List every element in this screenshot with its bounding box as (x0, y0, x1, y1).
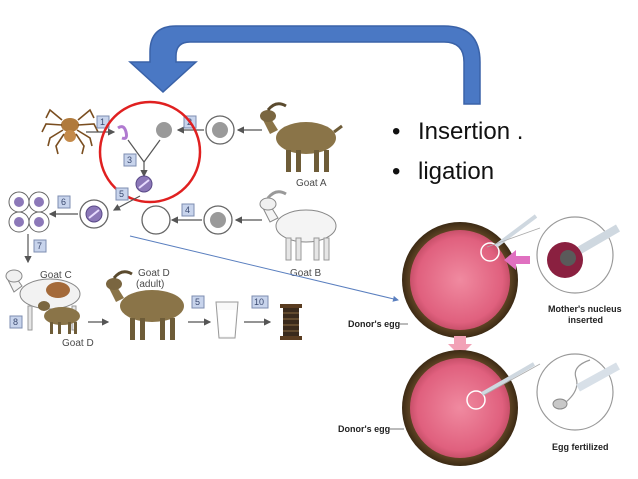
goat-a-icon (260, 102, 343, 172)
pink-arrow (504, 250, 530, 270)
bullet-list: • Insertion . • ligation (392, 112, 523, 192)
silk-spool-icon (280, 304, 302, 340)
step-label: 5 (119, 189, 124, 199)
step-5-fusion: 5 (112, 187, 141, 211)
goat-b-cells: 4 (170, 203, 262, 235)
fused-cell-icon (79, 199, 109, 229)
step-label: 7 (37, 241, 42, 251)
zoom-line (486, 227, 541, 248)
step-8-box (9, 315, 23, 329)
embryo-cluster-icon (8, 191, 50, 233)
goat-b-label: Goat B (290, 268, 321, 279)
step-label: 10 (254, 297, 264, 307)
connector-arrow (129, 235, 399, 302)
goat-c-label: Goat C (40, 270, 72, 281)
bullet-item: • ligation (392, 152, 523, 192)
step-7: 7 (24, 234, 47, 264)
step-label: 5 (195, 297, 200, 307)
nucleus-icon (156, 122, 172, 138)
goat-d-adult-sublabel: (adult) (136, 279, 164, 290)
donors-egg-bottom-label: Donor's egg (338, 424, 390, 434)
goat-d-label: Goat D (62, 338, 94, 349)
step-label: 8 (13, 317, 18, 327)
step-6: 6 (48, 195, 78, 218)
step-1: 1 (86, 115, 116, 136)
goat-a-label: Goat A (296, 178, 327, 189)
bullet-marker: • (392, 158, 401, 185)
goat-d-adult-label: Goat D (138, 268, 170, 279)
dna-fragment-icon (117, 125, 128, 140)
goat-a-cells: 2 (176, 115, 262, 145)
mothers-nucleus-label: Mother's nucleus (548, 304, 622, 314)
bullet-item: • Insertion . (392, 112, 523, 152)
step-label: 4 (185, 205, 190, 215)
bullet-text: ligation (418, 158, 495, 185)
feedback-arrow (128, 25, 481, 105)
merge-lines: 3 (123, 139, 161, 178)
milk-glass-icon (215, 301, 239, 339)
bullet-marker: • (392, 118, 401, 145)
egg-fertilized-label: Egg fertilized (552, 442, 609, 452)
spider-icon (41, 108, 99, 155)
nucleus-zoom-icon (536, 216, 621, 294)
enucleated-egg-icon (141, 205, 171, 235)
donor-egg-top-icon (402, 214, 538, 338)
goat-d-kid-icon (38, 301, 80, 334)
transgenic-nucleus-icon (135, 175, 153, 193)
bullet-text: Insertion . (418, 118, 524, 145)
highlight-circle (98, 100, 202, 204)
goat-b-icon (259, 190, 337, 261)
step-5-milk: 5 (188, 295, 212, 326)
donor-egg-bottom-icon (402, 350, 535, 466)
step-label: 1 (100, 117, 105, 127)
step-label: 3 (127, 155, 132, 165)
down-arrow (448, 336, 472, 356)
donors-egg-top-label: Donor's egg (348, 319, 400, 329)
sperm-zoom-icon (536, 353, 620, 431)
step-label: 6 (61, 197, 66, 207)
mothers-nucleus-sublabel: inserted (568, 315, 603, 325)
step-10: 10 (244, 295, 272, 326)
goat-d-adult-icon (106, 270, 184, 340)
zoom-line (483, 363, 541, 396)
